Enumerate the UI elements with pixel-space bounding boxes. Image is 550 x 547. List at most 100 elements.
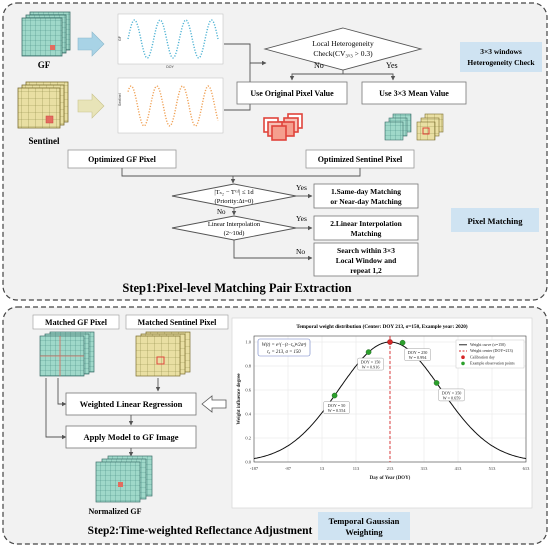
regression-label: Weighted Linear Regression	[80, 399, 183, 409]
result2-line1: 2.Linear Interpolation	[330, 219, 402, 228]
tg-tag-line2: Weighting	[345, 527, 383, 537]
x-tick-label: -87	[285, 466, 292, 471]
optimized-gf-label: Optimized GF Pixel	[88, 155, 156, 164]
heterogeneity-decision: Local Heterogeneity Check(CV₃ₓ₃ > 0.3)	[263, 27, 423, 71]
step2-title: Step2:Time-weighted Reflectance Adjustme…	[88, 525, 313, 537]
matched-sentinel-box	[125, 314, 229, 330]
legend-entry: Calibration day	[470, 354, 495, 359]
tg-tag-line1: Temporal Gaussian	[329, 516, 400, 526]
window-stack-icon-gf	[384, 113, 412, 141]
observation-annotation-doy: DOY = 50	[328, 403, 346, 408]
observation-annotation-weight: W = 0.916	[362, 365, 380, 370]
use-mean-label: Use 3×3 Mean Value	[379, 89, 449, 98]
y-axis-label: Weight influence degree	[237, 373, 242, 425]
observation-annotation-doy: DOY = 350	[442, 390, 462, 395]
observation-annotation-weight: W = 0.994	[409, 355, 428, 360]
no-label-1: No	[217, 208, 226, 216]
x-tick-label: 413	[455, 466, 463, 471]
cond1-label-2: (Priority:Δt=0)	[215, 198, 254, 205]
observation-annotation-box	[357, 357, 384, 371]
observation-annotation-doy: DOY = 250	[408, 350, 428, 355]
observation-annotation-box	[438, 388, 465, 402]
result-search-box	[313, 242, 419, 277]
single-pixel-stack-icon	[263, 113, 303, 141]
gf-timeseries-plot: DOY GF	[117, 13, 224, 69]
result3-line1: Search within 3×3	[337, 246, 395, 255]
x-tick-label: 213	[387, 466, 395, 471]
result1-line1: 1.Same-day Matching	[331, 187, 401, 196]
sentinel-label: Sentinel	[28, 136, 60, 146]
no-label: No	[314, 61, 324, 70]
result3-line3: repeat 1,2	[350, 266, 382, 275]
gf-arrow-icon	[77, 31, 105, 57]
y-tick-label: 0.2	[245, 436, 251, 441]
observation-annotation-box	[323, 401, 350, 414]
yes-label: Yes	[386, 61, 398, 70]
normalized-gf-stack	[95, 455, 153, 503]
result1-line2: or Near-day Matching	[330, 197, 401, 206]
sentinel-image-stack	[17, 81, 69, 129]
observation-annotation-weight: W = 0.554	[328, 408, 347, 413]
pixel-matching-tag	[451, 208, 539, 232]
heterogeneity-label-1: Local Heterogeneity	[312, 39, 374, 48]
optimized-sentinel-label: Optimized Sentinel Pixel	[318, 155, 403, 164]
weight-arrow-icon	[201, 395, 227, 413]
x-tick-label: 513	[489, 466, 497, 471]
x-tick-label: -187	[250, 466, 259, 471]
legend-box	[455, 339, 525, 369]
chart-title: Temporal weight distribution (Center: DO…	[296, 323, 468, 330]
gf-image-stack	[21, 11, 71, 57]
matched-gf-label: Matched GF Pixel	[45, 318, 108, 327]
result-interpolation-box	[313, 215, 419, 241]
x-tick-label: 313	[421, 466, 429, 471]
y-tick-label: 1.0	[245, 340, 251, 345]
heterogeneity-label-2: Check(CV₃ₓ₃ > 0.3)	[313, 49, 373, 58]
gf-plot-xlabel: DOY	[166, 65, 174, 69]
result2-line2: Matching	[351, 229, 382, 238]
windows-tag	[460, 42, 542, 72]
matched-sentinel-stack	[135, 331, 191, 377]
sentinel-arrow-icon	[77, 93, 105, 119]
window-stack-icon-sentinel	[416, 113, 444, 141]
calibration-point	[387, 339, 393, 345]
use-mean-box	[361, 81, 467, 105]
cond2-label-1: Linear Interpolation	[208, 221, 261, 228]
pixel-matching-label: Pixel Matching	[467, 216, 523, 226]
result-same-day-box	[313, 183, 419, 209]
formula-line2: t₀ = 213, σ = 150	[267, 350, 301, 355]
sentinel-plot-ylabel: Sentinel	[118, 93, 122, 106]
observation-point	[365, 349, 372, 355]
legend-entry: Weight curve (σ=150)	[470, 342, 506, 347]
result3-line2: Local Window and	[336, 256, 397, 265]
yes-label-2: Yes	[296, 214, 307, 223]
observation-annotation-box	[404, 348, 431, 361]
use-original-label: Use Original Pixel Value	[250, 89, 334, 98]
use-original-box	[236, 81, 348, 105]
legend-swatch-dot	[461, 361, 465, 366]
observation-point	[433, 380, 440, 386]
apply-model-label: Apply Model to GF Image	[83, 432, 178, 442]
matched-gf-box	[32, 314, 120, 330]
yes-label-1: Yes	[296, 183, 307, 192]
formula-line1: W(t) = e^(−(t−t₀)²/2σ²)	[262, 342, 307, 348]
temporal-gaussian-tag	[318, 512, 410, 540]
gf-label: GF	[38, 60, 51, 70]
formula-box	[257, 338, 311, 357]
observation-annotation-doy: DOY = 150	[361, 360, 381, 365]
no-label-2: No	[296, 247, 305, 256]
y-tick-label: 0.0	[245, 460, 251, 465]
x-tick-label: 13	[320, 466, 325, 471]
windows-tag-line1: 3×3 windows	[480, 47, 522, 56]
observation-annotation-weight: W = 0.659	[443, 395, 461, 400]
normalized-gf-label: Normalized GF	[88, 507, 141, 516]
y-tick-label: 0.4	[245, 412, 251, 417]
legend-swatch-dot	[461, 355, 465, 360]
observation-point	[399, 339, 406, 346]
x-axis-label: Day of Year (DOY)	[370, 476, 411, 481]
cond2-label-2: (2~10d)	[224, 230, 245, 237]
legend-entry: Example observation points	[470, 361, 515, 366]
y-tick-label: 0.6	[245, 388, 251, 393]
matched-sentinel-label: Matched Sentinel Pixel	[138, 318, 217, 327]
step1-title: Step1:Pixel-level Matching Pair Extracti…	[122, 281, 351, 295]
